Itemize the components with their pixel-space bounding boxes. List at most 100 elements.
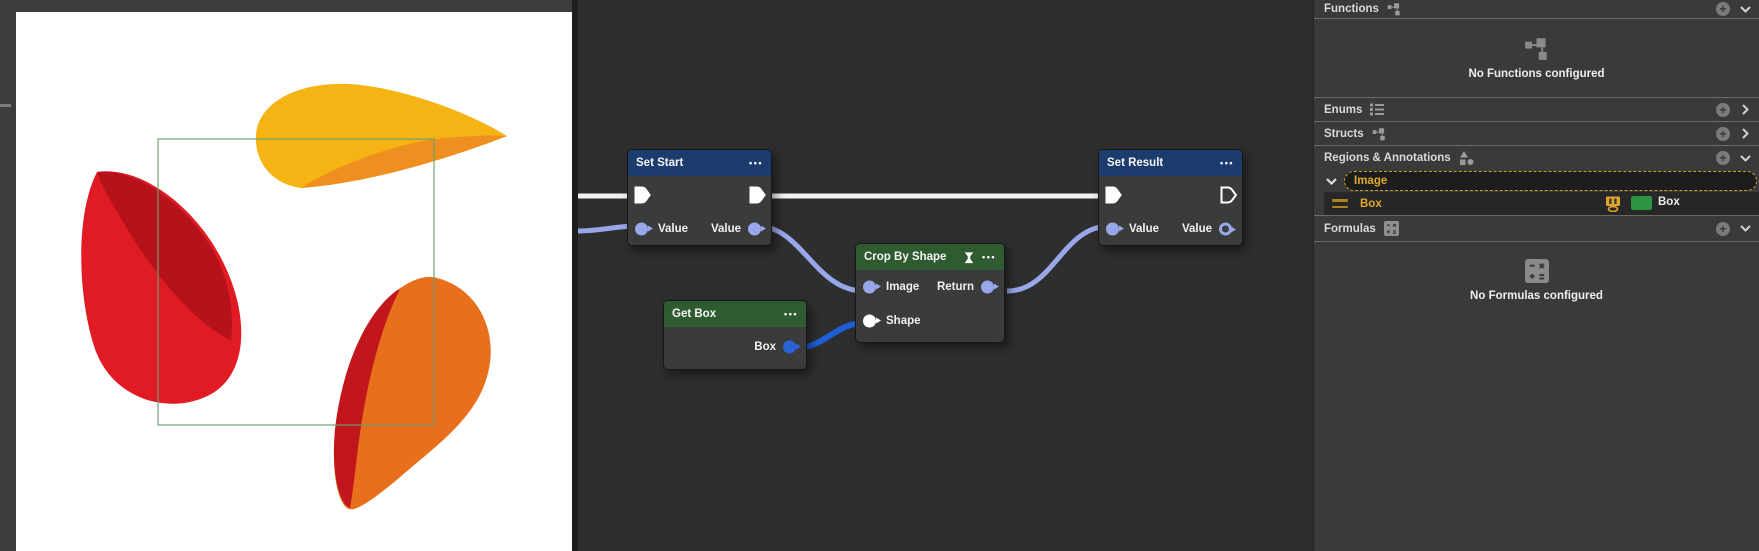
divider <box>1314 215 1759 216</box>
value-out-label: Value <box>710 223 741 235</box>
preview-image <box>81 83 507 510</box>
image-group-label: Image <box>1354 175 1388 187</box>
section-formulas-header[interactable]: Formulas + <box>1314 216 1759 241</box>
image-in-pin[interactable] <box>863 280 881 294</box>
functions-empty-state: No Functions configured <box>1314 19 1759 97</box>
formulas-empty-text: No Formulas configured <box>1470 289 1603 302</box>
box-out-label: Box <box>754 341 776 353</box>
formulas-label: Formulas <box>1324 222 1376 235</box>
section-enums-header[interactable]: Enums + <box>1314 98 1759 121</box>
node-menu-button[interactable]: ••• <box>784 308 798 319</box>
value-out-pin[interactable] <box>1219 222 1236 236</box>
divider <box>1314 121 1759 122</box>
node-title: Set Start <box>636 157 684 169</box>
image-group-selected-pill[interactable]: Image <box>1344 171 1757 191</box>
drag-handle-icon[interactable] <box>1332 199 1348 208</box>
node-set-result[interactable]: Set Result ••• Value Value <box>1098 149 1243 246</box>
regions-label: Regions & Annotations <box>1324 152 1451 164</box>
region-type-color-swatch[interactable] <box>1631 196 1652 210</box>
value-in-pin[interactable] <box>635 222 653 236</box>
exec-out-pin[interactable] <box>748 185 766 205</box>
node-header[interactable]: Set Result ••• <box>1099 150 1242 176</box>
viewer-top-band <box>0 0 572 12</box>
functions-label: Functions <box>1324 3 1379 15</box>
flask-icon <box>964 251 974 263</box>
regions-collapse-chevron-down-icon[interactable] <box>1738 151 1752 165</box>
add-region-button[interactable]: + <box>1716 151 1730 165</box>
image-group-collapse-chevron-down-icon[interactable] <box>1324 174 1338 188</box>
data-wire-crop-to-result <box>1006 223 1111 294</box>
region-type-label: Box <box>1658 196 1680 208</box>
add-enum-button[interactable]: + <box>1716 102 1730 117</box>
red-blob-shadow <box>97 171 232 340</box>
return-out-label: Return <box>936 281 974 293</box>
exec-in-pin[interactable] <box>633 185 651 205</box>
node-header[interactable]: Crop By Shape ••• <box>856 244 1004 270</box>
enums-label: Enums <box>1324 103 1363 116</box>
return-out-pin[interactable] <box>981 280 999 294</box>
node-crop-by-shape[interactable]: Crop By Shape ••• Image Return Shape <box>855 243 1005 343</box>
add-function-button[interactable]: + <box>1716 2 1730 16</box>
add-struct-button[interactable]: + <box>1716 126 1730 141</box>
viewer-canvas-divider[interactable] <box>572 0 578 551</box>
node-set-start[interactable]: Set Start ••• Value Value <box>627 149 772 246</box>
region-group-row-image[interactable]: Image <box>1314 170 1759 192</box>
image-preview <box>16 12 572 551</box>
formulas-calc-icon <box>1383 221 1399 236</box>
functions-icon <box>1387 3 1400 16</box>
enums-list-icon <box>1370 103 1385 116</box>
yellow-blob <box>255 83 507 188</box>
functions-empty-icon <box>1525 38 1547 60</box>
value-in-label: Value <box>1129 223 1160 235</box>
panel-resize-handle[interactable] <box>0 104 11 107</box>
exec-out-pin[interactable] <box>1219 185 1237 205</box>
exec-in-pin[interactable] <box>1104 185 1122 205</box>
node-title: Crop By Shape <box>864 251 947 263</box>
node-header[interactable]: Set Start ••• <box>628 150 771 176</box>
add-formula-button[interactable]: + <box>1716 221 1730 236</box>
value-out-label: Value <box>1181 223 1212 235</box>
functions-collapse-chevron-down-icon[interactable] <box>1738 2 1752 16</box>
section-regions-header[interactable]: Regions & Annotations + <box>1314 146 1759 170</box>
divider <box>1314 145 1759 146</box>
box-annotation-icon <box>1606 196 1620 212</box>
shape-in-label: Shape <box>886 315 921 327</box>
formulas-empty-state: No Formulas configured <box>1314 242 1759 318</box>
region-item-label: Box <box>1360 197 1382 210</box>
yellow-blob-shadow <box>301 135 507 188</box>
orange-blob-shadow <box>333 289 400 508</box>
node-header[interactable]: Get Box ••• <box>664 301 806 327</box>
graph-canvas[interactable]: Set Start ••• Value Value Set Result ••• <box>578 0 1313 551</box>
node-menu-button[interactable]: ••• <box>1220 157 1234 168</box>
left-collapsed-panel <box>0 0 16 551</box>
shape-in-pin[interactable] <box>863 314 881 328</box>
image-in-label: Image <box>886 281 920 293</box>
divider <box>1314 97 1759 98</box>
regions-shapes-icon <box>1459 150 1474 165</box>
box-region-overlay[interactable] <box>157 138 435 426</box>
node-menu-button[interactable]: ••• <box>749 157 763 168</box>
enums-expand-chevron-right-icon[interactable] <box>1738 103 1752 117</box>
structs-label: Structs <box>1324 127 1364 140</box>
value-in-pin[interactable] <box>1106 222 1124 236</box>
structs-icon <box>1372 127 1385 140</box>
node-title: Get Box <box>672 308 717 320</box>
configuration-panel: Functions + No Functions configured Enum… <box>1313 0 1759 551</box>
section-structs-header[interactable]: Structs + <box>1314 122 1759 145</box>
node-get-box[interactable]: Get Box ••• Box <box>663 300 807 370</box>
box-out-pin[interactable] <box>783 340 801 354</box>
node-menu-button[interactable]: ••• <box>982 251 996 262</box>
data-wire-start-to-crop <box>756 223 865 294</box>
region-item-row-box[interactable]: Box Box <box>1324 192 1759 215</box>
value-out-pin[interactable] <box>748 222 766 236</box>
red-blob <box>81 171 242 404</box>
structs-expand-chevron-right-icon[interactable] <box>1738 127 1752 141</box>
section-functions-header[interactable]: Functions + <box>1314 0 1759 18</box>
node-title: Set Result <box>1107 157 1164 169</box>
formulas-empty-icon <box>1524 258 1549 283</box>
functions-empty-text: No Functions configured <box>1468 68 1605 80</box>
formulas-collapse-chevron-down-icon[interactable] <box>1738 222 1752 236</box>
divider <box>1314 241 1759 242</box>
divider <box>1314 18 1759 19</box>
